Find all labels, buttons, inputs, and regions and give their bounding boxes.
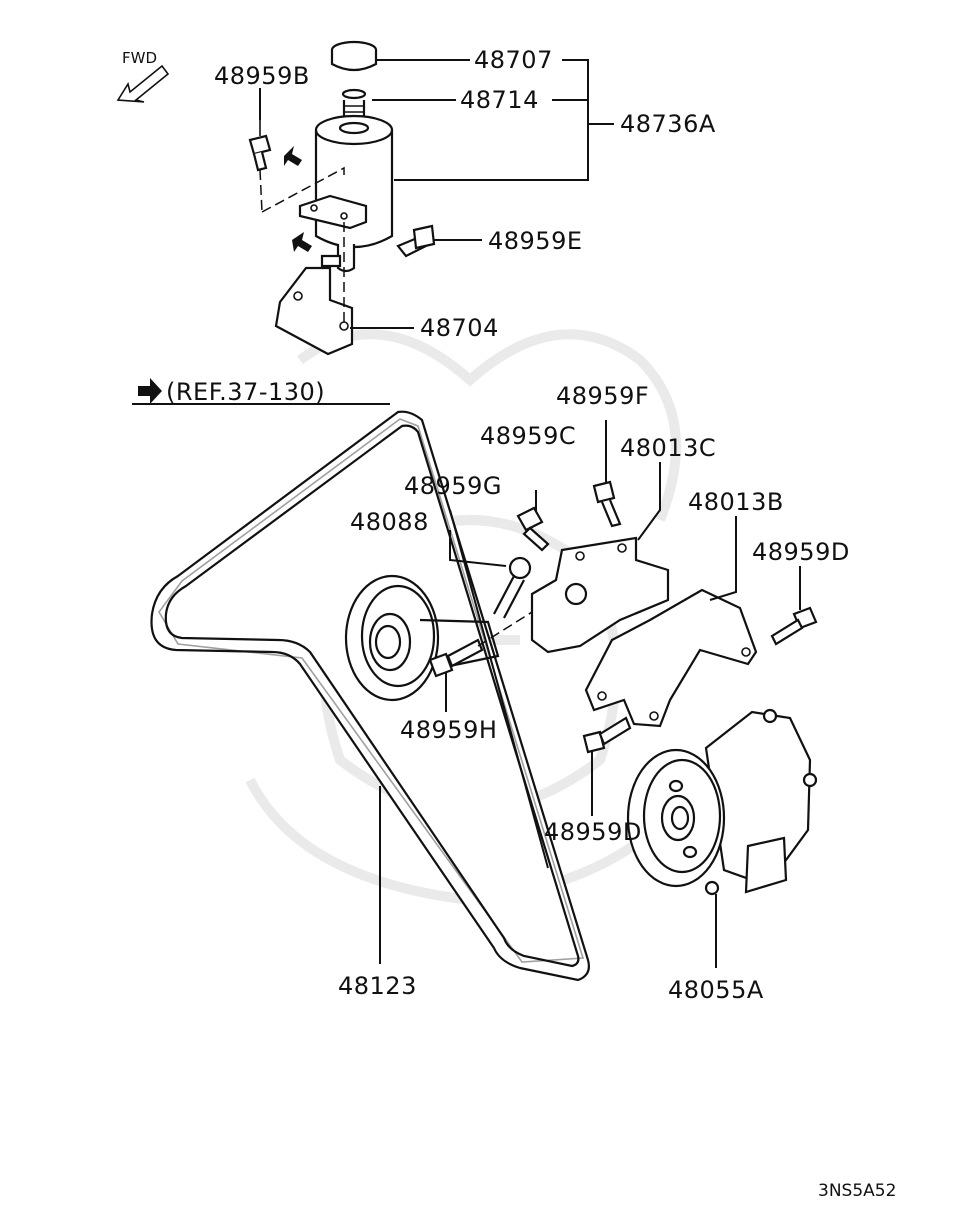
label-48088: 48088: [350, 508, 429, 536]
label-48714: 48714: [460, 86, 539, 114]
install-arrow-icon: [292, 232, 312, 252]
bolt-48959C: [516, 506, 550, 552]
install-arrow-icon: [284, 146, 302, 166]
bracket-48013C: [530, 536, 670, 654]
label-48959H: 48959H: [400, 716, 497, 744]
label-48736A: 48736A: [620, 110, 716, 138]
bolt-48959G: [493, 556, 532, 619]
bolt-48959D-lower: [582, 716, 632, 754]
label-48013C: 48013C: [620, 434, 716, 462]
bolt-48959D-right: [770, 606, 818, 646]
label-48707: 48707: [474, 46, 553, 74]
label-48959G: 48959G: [404, 472, 502, 500]
bolt-48959H: [428, 638, 484, 678]
label-48013B: 48013B: [688, 488, 784, 516]
forward-direction-indicator: FWD: [116, 49, 170, 103]
reservoir-cap: [330, 40, 378, 100]
drive-belt: [150, 410, 590, 982]
fwd-label: FWD: [122, 49, 157, 67]
label-48959D-lower: 48959D: [544, 818, 642, 846]
idler-pulley: [344, 574, 500, 702]
label-48123: 48123: [338, 972, 417, 1000]
label-48055A: 48055A: [668, 976, 764, 1004]
bolt-48959E: [396, 224, 436, 258]
label-48704: 48704: [420, 314, 499, 342]
label-48959F: 48959F: [556, 382, 649, 410]
diagram-code: 3NS5A52: [818, 1181, 896, 1201]
power-steering-pump: [626, 708, 818, 896]
reservoir-bracket: [274, 266, 354, 356]
label-48959B: 48959B: [214, 62, 310, 90]
reference-note: (REF.37-130): [132, 378, 390, 406]
reference-arrow-icon: [138, 378, 162, 404]
reference-label: (REF.37-130): [166, 378, 325, 406]
bolt-48959B: [248, 120, 272, 172]
label-48959E: 48959E: [488, 227, 583, 255]
reservoir-tank: [298, 114, 394, 273]
label-48959C: 48959C: [480, 422, 576, 450]
bolt-48959F: [592, 480, 622, 528]
fwd-arrow-icon: [116, 64, 170, 103]
bracket-48013B: [584, 588, 758, 728]
label-48959D-right: 48959D: [752, 538, 850, 566]
